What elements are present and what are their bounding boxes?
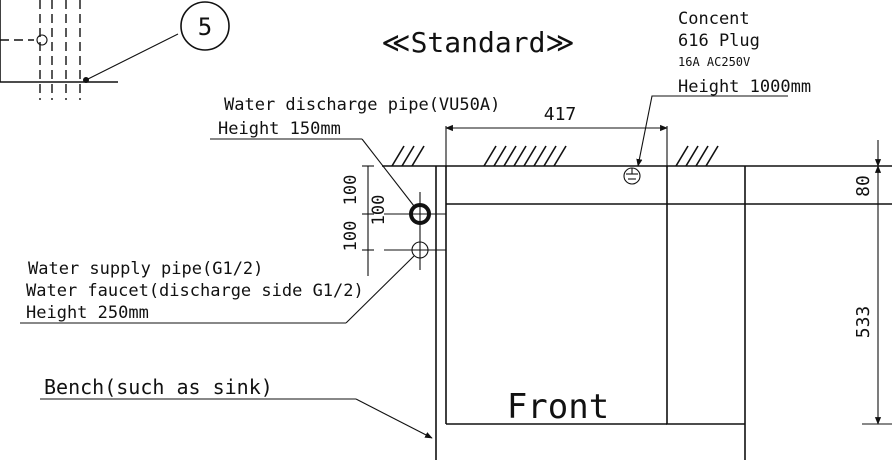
wall [382, 145, 892, 167]
front-label: Front [507, 387, 609, 427]
dim-depth-value: 533 [853, 306, 874, 339]
concent-title: Concent [678, 9, 750, 29]
discharge-label: Water discharge pipe(VU50A) Height 150mm [210, 95, 500, 207]
detail-valve-icon [36, 34, 48, 46]
supply-height: Height 250mm [26, 303, 149, 323]
discharge-height: Height 150mm [218, 119, 341, 139]
concent-label: Concent 616 Plug 16A AC250V Height 1000m… [636, 9, 811, 167]
dim-upper-value: 100 [341, 175, 361, 206]
callout-circle [180, 1, 230, 51]
drawing-title: ≪Standard≫ [381, 26, 574, 59]
outlet-icon [623, 167, 641, 185]
dim-width-value: 417 [544, 104, 577, 125]
dimension-width: 417 [445, 104, 668, 168]
callout-number: 5 [198, 13, 212, 41]
supply-faucet: Water faucet(discharge side G1/2) [26, 281, 364, 301]
bench-label: Bench(such as sink) [40, 375, 433, 439]
dim-lower-value: 100 [341, 221, 361, 252]
unit-body: Front [435, 166, 892, 460]
bench-text: Bench(such as sink) [44, 375, 273, 399]
discharge-leader [361, 138, 415, 207]
concent-leader [636, 95, 676, 167]
dim-mid-value: 100 [369, 195, 389, 226]
wall-hatch-right [675, 145, 719, 167]
concent-height: Height 1000mm [678, 77, 811, 97]
callout-leader-dot [83, 77, 89, 83]
supply-title: Water supply pipe(G1/2) [28, 259, 263, 279]
dim-offset-value: 80 [853, 175, 874, 197]
dimension-vertical-left: 100 100 100 [341, 165, 389, 276]
bench-leader [355, 398, 433, 439]
callout-leader [85, 33, 179, 81]
callout-bubble: 5 [180, 1, 230, 51]
wall-hatch-center [483, 145, 567, 167]
wall-hatch-left [391, 145, 425, 167]
concent-plug: 616 Plug [678, 31, 760, 51]
detail-view [0, 0, 179, 100]
discharge-title: Water discharge pipe(VU50A) [224, 95, 500, 115]
pipes [384, 165, 446, 270]
supply-leader [345, 255, 415, 324]
dimension-vertical-right: 80 533 [853, 140, 892, 425]
supply-label: Water supply pipe(G1/2) Water faucet(dis… [20, 255, 415, 324]
concent-rating: 16A AC250V [678, 55, 750, 69]
